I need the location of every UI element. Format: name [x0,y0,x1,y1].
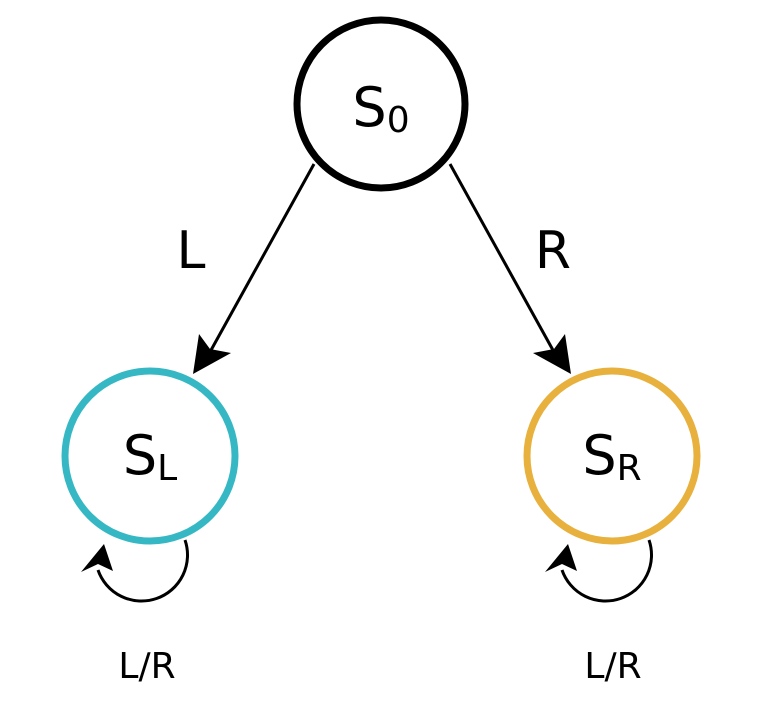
self-loop-sl [81,539,189,603]
state-sr: SR [523,367,701,545]
edge-label-right: R [535,221,571,281]
state-sr-label: SR [582,424,641,489]
state-sl: SL [61,367,239,545]
loop-label-right: L/R [584,646,641,687]
state-s0-letter: S [352,76,386,139]
self-loop-sr-arrowhead [545,544,577,572]
self-loop-sr [545,539,653,603]
loop-label-left: L/R [118,646,175,687]
self-loop-sr-arc [560,539,653,603]
edge-s0-to-sl [193,163,316,374]
state-sl-circle [61,367,239,545]
state-sr-letter: S [582,424,616,487]
state-s0: S0 [293,16,469,192]
state-s0-circle [293,16,469,192]
edge-s0-to-sl-line [208,163,316,353]
self-loop-sl-arc [96,539,189,603]
state-sr-subscript: R [617,448,642,489]
edge-label-left: L [177,221,206,281]
edge-s0-to-sr [448,163,571,374]
state-sl-label: SL [123,424,177,489]
state-sr-circle [523,367,701,545]
self-loop-sl-arrowhead [81,544,113,572]
state-s0-subscript: 0 [387,100,410,141]
edge-s0-to-sr-arrowhead [533,334,571,374]
state-sl-letter: S [123,424,157,487]
edge-s0-to-sr-line [448,163,556,353]
state-s0-label: S0 [352,76,409,141]
edge-s0-to-sl-arrowhead [193,334,231,374]
state-sl-subscript: L [157,448,177,489]
